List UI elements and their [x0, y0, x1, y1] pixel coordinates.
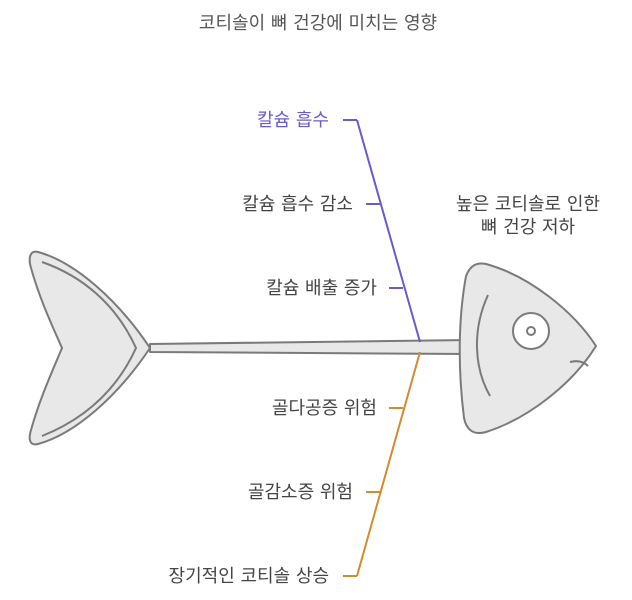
- diagram-title: 코티솔이 뼈 건강에 미치는 영향: [199, 13, 437, 34]
- upper-branch: 칼슘 흡수 칼슘 흡수 감소 칼슘 배출 증가: [242, 110, 421, 343]
- upper-bone: [356, 119, 421, 343]
- lower-branch: 골다공증 위험 골감소증 위험 장기적인 코티솔 상승: [169, 351, 421, 587]
- upper-cause-2: 칼슘 배출 증가: [266, 278, 377, 299]
- lower-bone: [356, 351, 421, 577]
- fish-head: [458, 262, 597, 434]
- fish-tail: [28, 250, 151, 446]
- fish-pupil: [526, 326, 536, 336]
- effect-label-line1: 높은 코티솔로 인한: [456, 194, 600, 215]
- lower-cause-2: 골감소증 위험: [248, 482, 353, 503]
- upper-cause-1: 칼슘 흡수 감소: [242, 194, 353, 215]
- lower-branch-label: 장기적인 코티솔 상승: [169, 566, 329, 587]
- upper-branch-label: 칼슘 흡수: [257, 110, 329, 131]
- lower-cause-1: 골다공증 위험: [272, 398, 377, 419]
- fish-spine: [149, 339, 471, 355]
- effect-label-line2: 뼈 건강 저하: [481, 217, 576, 238]
